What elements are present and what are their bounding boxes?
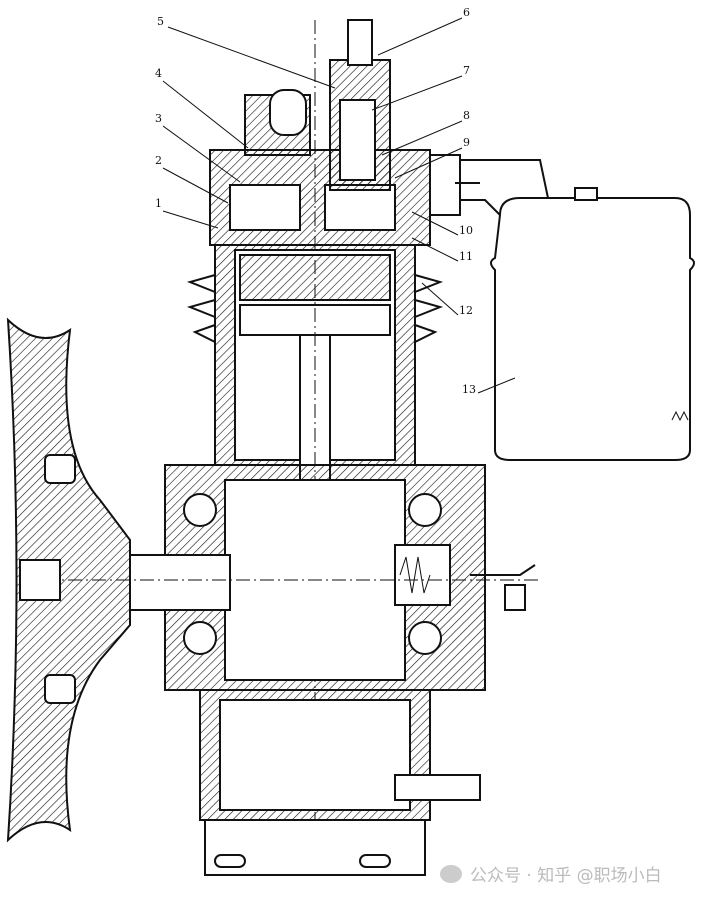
part-label-3: 3 <box>155 112 162 125</box>
part-label-2: 2 <box>155 154 162 167</box>
part-label-4: 4 <box>155 67 162 80</box>
cylinder-block <box>186 20 444 870</box>
watermark-text: 公众号 · 知乎 @职场小白 <box>470 866 662 886</box>
air-reservoir <box>440 159 695 461</box>
part-label-10: 10 <box>459 224 473 237</box>
part-label-13: 13 <box>462 383 476 396</box>
part-label-8: 8 <box>463 109 470 122</box>
part-label-12: 12 <box>459 304 473 317</box>
part-label-1: 1 <box>155 197 162 210</box>
part-label-5: 5 <box>157 15 164 28</box>
watermark: 公众号 · 知乎 @职场小白 <box>440 861 662 886</box>
part-label-6: 6 <box>463 6 470 19</box>
oil-sump <box>199 689 481 876</box>
wechat-icon <box>440 864 462 883</box>
drive-pulley <box>6 317 131 843</box>
part-label-9: 9 <box>463 136 470 149</box>
part-label-11: 11 <box>459 250 473 263</box>
crankcase <box>20 464 540 691</box>
cylinder-head <box>209 19 480 246</box>
part-label-7: 7 <box>463 64 470 77</box>
leader-lines <box>162 17 516 394</box>
